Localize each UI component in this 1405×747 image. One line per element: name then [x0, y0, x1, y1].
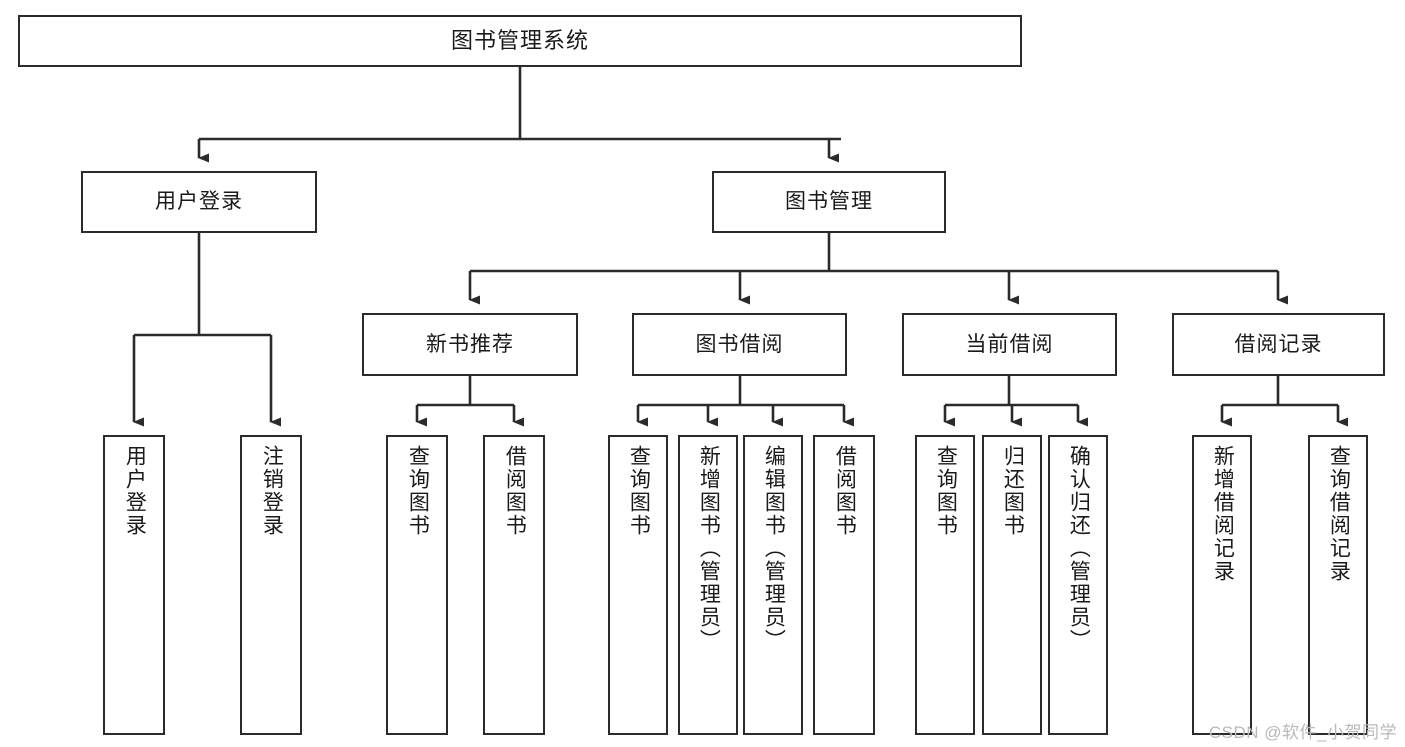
node-leaf-query-book-2-label: 查询图书 [627, 445, 651, 537]
node-new-book-rec[interactable]: 新书推荐 [362, 313, 578, 376]
node-leaf-borrow-book-2[interactable]: 借阅图书 [813, 435, 875, 735]
node-leaf-user-login-label: 用户登录 [123, 445, 147, 537]
node-book-borrow[interactable]: 图书借阅 [632, 313, 847, 376]
node-leaf-query-record[interactable]: 查询借阅记录 [1308, 435, 1368, 735]
node-leaf-add-book-label: 新增图书（管理员） [697, 445, 721, 652]
node-leaf-borrow-book-1[interactable]: 借阅图书 [483, 435, 545, 735]
node-user-login[interactable]: 用户登录 [81, 171, 317, 233]
node-user-login-label: 用户登录 [155, 190, 243, 214]
node-new-book-rec-label: 新书推荐 [426, 332, 514, 356]
node-root-label: 图书管理系统 [450, 27, 589, 53]
node-book-manage-label: 图书管理 [785, 190, 873, 214]
node-leaf-user-logout[interactable]: 注销登录 [240, 435, 302, 735]
node-leaf-borrow-book-1-label: 借阅图书 [503, 445, 527, 537]
node-leaf-query-book-3[interactable]: 查询图书 [915, 435, 975, 735]
node-current-borrow[interactable]: 当前借阅 [902, 313, 1117, 376]
node-borrow-record-label: 借阅记录 [1234, 332, 1323, 356]
node-leaf-query-record-label: 查询借阅记录 [1327, 445, 1351, 583]
node-leaf-return-book-label: 归还图书 [1001, 445, 1025, 537]
node-root[interactable]: 图书管理系统 [18, 15, 1022, 67]
node-leaf-add-record[interactable]: 新增借阅记录 [1192, 435, 1252, 735]
node-leaf-borrow-book-2-label: 借阅图书 [833, 445, 857, 537]
node-book-manage[interactable]: 图书管理 [712, 171, 946, 233]
node-leaf-return-book[interactable]: 归还图书 [982, 435, 1042, 735]
node-leaf-query-book-2[interactable]: 查询图书 [608, 435, 668, 735]
node-current-borrow-label: 当前借阅 [965, 332, 1054, 356]
csdn-watermark: CSDN @软件_小贺同学 [1208, 723, 1397, 742]
node-leaf-confirm-return[interactable]: 确认归还（管理员） [1048, 435, 1108, 735]
node-leaf-query-book-3-label: 查询图书 [934, 445, 958, 537]
node-leaf-query-book-1[interactable]: 查询图书 [386, 435, 448, 735]
node-leaf-edit-book-label: 编辑图书（管理员） [762, 445, 786, 652]
node-leaf-query-book-1-label: 查询图书 [406, 445, 430, 537]
node-book-borrow-label: 图书借阅 [695, 332, 784, 356]
node-leaf-add-record-label: 新增借阅记录 [1211, 445, 1235, 583]
node-borrow-record[interactable]: 借阅记录 [1172, 313, 1385, 376]
node-leaf-confirm-return-label: 确认归还（管理员） [1067, 445, 1091, 652]
node-leaf-user-logout-label: 注销登录 [260, 445, 284, 537]
node-leaf-user-login[interactable]: 用户登录 [103, 435, 165, 735]
node-leaf-add-book[interactable]: 新增图书（管理员） [678, 435, 738, 735]
node-leaf-edit-book[interactable]: 编辑图书（管理员） [743, 435, 803, 735]
